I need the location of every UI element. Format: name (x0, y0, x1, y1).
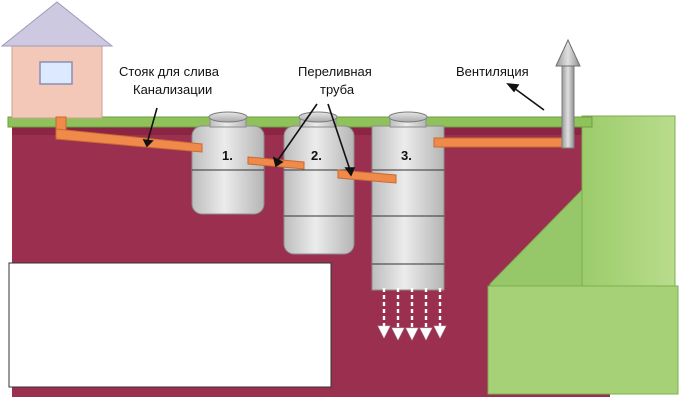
well-2: 2. (283, 111, 355, 255)
well-2-number: 2. (311, 148, 322, 163)
well-3: 3. (371, 111, 445, 291)
label-ventilation: Вентиляция (456, 64, 529, 79)
arrow-up-icon (555, 38, 581, 67)
label-overflow-line2: труба (320, 82, 355, 97)
label-overflow-line1: Переливная (298, 64, 372, 79)
label-riser-line1: Стояк для слива (119, 64, 220, 79)
vent-pipe-horizontal (433, 137, 569, 148)
house-icon (0, 1, 114, 119)
ventilation-riser (555, 38, 581, 149)
leader-lines (142, 83, 545, 177)
arrow-down-icon (377, 288, 447, 341)
well-3-number: 3. (401, 148, 412, 163)
filtration-field (487, 115, 679, 395)
drain-pipe (55, 128, 203, 153)
label-riser-line2: Канализации (133, 82, 212, 97)
well-1-number: 1. (222, 148, 233, 163)
blank-caption-box (8, 262, 332, 388)
well-1: 1. (191, 111, 265, 215)
